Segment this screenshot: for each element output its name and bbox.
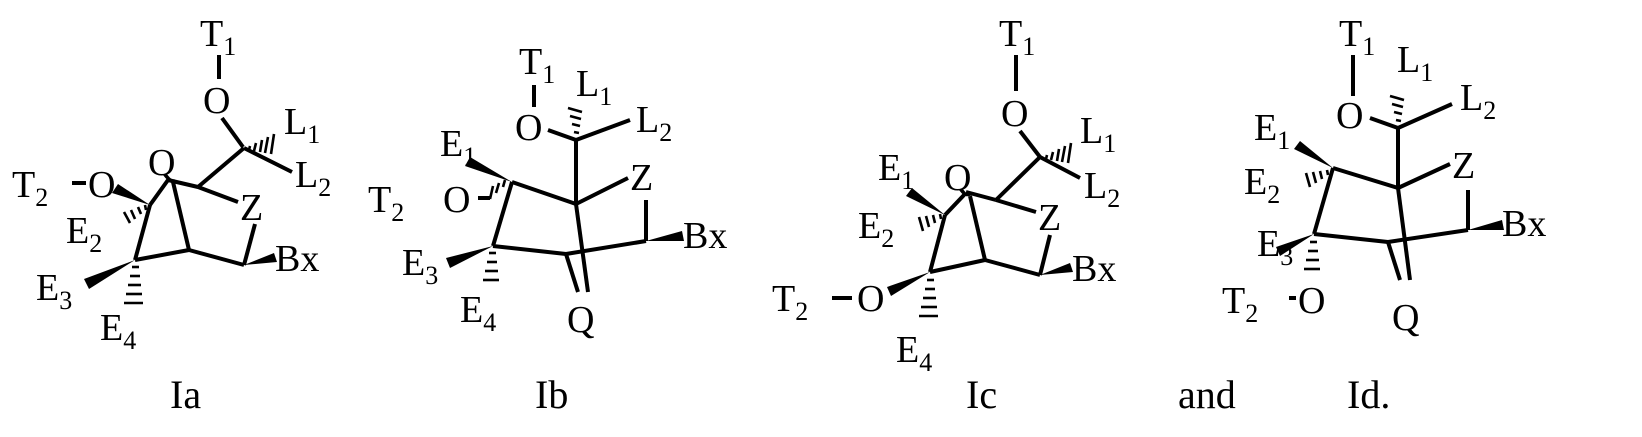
id-t1-label: T1 [1339,13,1375,61]
ic-e2-label: E2 [858,205,894,253]
ib-z-label: Z [630,157,653,199]
ic-wedge-o [887,272,930,296]
id-caption: Id. [1347,372,1390,417]
ib-bx-label: Bx [683,215,727,257]
ia-e3-label: E3 [36,267,72,315]
ia-bx-label: Bx [275,238,319,280]
ia-o-left-label: O [88,164,115,206]
ic-e4-label: E4 [896,329,932,377]
ic-bx-label: Bx [1072,248,1116,290]
ib-l2-label: L2 [636,99,672,147]
ia-hash-e2 [124,205,146,223]
ic-t1-label: T1 [999,13,1035,61]
ia-bonds [72,55,292,265]
ia-z-label: Z [240,187,263,229]
id-hash-o [1304,242,1320,269]
ia-l1-label: L1 [284,101,320,149]
ic-wedge-bx [1040,263,1073,275]
ia-caption: Ia [170,372,201,417]
id-o-left-label: O [1298,280,1325,322]
ia-l2-label: L2 [295,154,331,202]
connector-and: and [1178,372,1236,417]
id-hash-e2 [1306,170,1328,187]
ib-o-top-label: O [515,107,542,149]
id-z-label: Z [1452,145,1475,187]
ic-l1-label: L1 [1080,110,1116,158]
ib-caption: Ib [535,372,568,417]
ic-caption: Ic [966,372,997,417]
structure-id: T1 L1 L2 O E1 Z E2 Bx E3 T2 O Q Id. [1222,13,1546,417]
ia-e2-label: E2 [66,210,102,258]
id-o-top-label: O [1336,95,1363,137]
id-q-label: Q [1392,297,1419,339]
ia-wedge-o [112,184,150,205]
structure-ib: T1 L1 O L2 E1 Z T2 O Bx E3 E4 Q Ib [368,41,727,417]
ib-wedge-bx [646,231,684,241]
ic-hash-e2 [919,214,941,231]
ia-wedge-bx [244,253,277,265]
ic-o-top-label: O [1001,93,1028,135]
ia-wedge-e3 [84,260,135,289]
id-bx-label: Bx [1502,203,1546,245]
ia-hash-e4 [124,267,143,303]
ib-bonds [478,85,646,292]
ib-t2-label: T2 [368,179,404,227]
id-wedge-e1 [1294,141,1333,168]
ib-wedge-e3 [446,246,493,268]
ia-t1-label: T1 [200,13,236,61]
ic-o-left-label: O [857,278,884,320]
ib-hash-l1 [568,108,582,133]
ib-hash-o [490,180,505,199]
structure-ia: T1 O L1 L2 T2 O Q Z E2 E3 Bx E4 Ia [12,13,331,417]
ib-e3-label: E3 [402,242,438,290]
structure-ic: T1 O L1 E1 Q L2 E2 Z Bx T2 O E4 Ic [772,13,1120,417]
ic-hash-e4 [919,280,938,316]
id-bonds [1289,55,1468,298]
id-l1-label: L1 [1397,39,1433,87]
ib-e4-label: E4 [460,289,496,337]
ib-q-label: Q [567,299,594,341]
id-e2-label: E2 [1244,161,1280,209]
id-wedge-bx [1468,220,1504,230]
ia-o-top-label: O [203,80,230,122]
ib-t1-label: T1 [519,41,555,89]
id-hash-l1 [1390,96,1404,121]
ia-e4-label: E4 [100,307,136,355]
ic-l2-label: L2 [1084,165,1120,213]
ic-t2-label: T2 [772,278,808,326]
id-t2-label: T2 [1222,280,1258,328]
ib-l1-label: L1 [576,63,612,111]
ia-q-label: Q [148,142,175,184]
ia-t2-label: T2 [12,164,48,212]
ib-hash-e4 [483,253,499,280]
id-e1-label: E1 [1254,107,1290,155]
ic-wedge-e1 [906,188,945,215]
ib-o-left-label: O [443,179,470,221]
ic-z-label: Z [1038,197,1061,239]
ic-e1-label: E1 [878,147,914,195]
id-l2-label: L2 [1460,77,1496,125]
